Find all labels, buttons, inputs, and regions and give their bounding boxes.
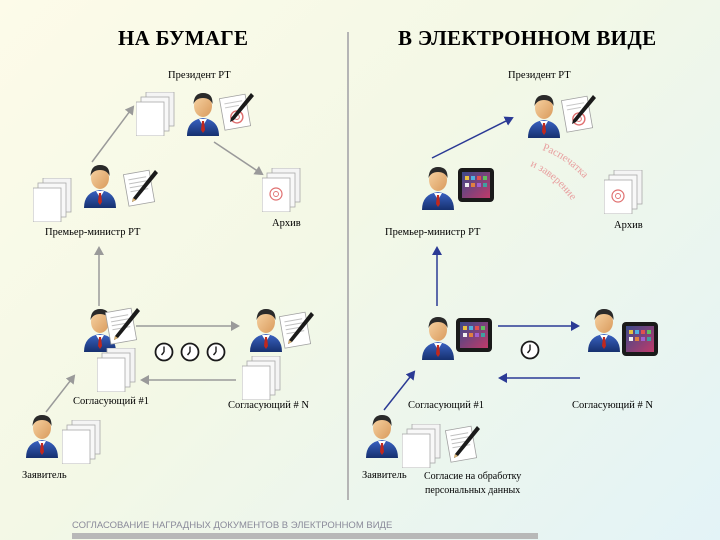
- electronic-archive-label: Архив: [614, 220, 643, 231]
- footer-bar: [72, 533, 538, 539]
- person-president-icon: [524, 92, 564, 138]
- stamp-document-icon: [218, 92, 254, 132]
- arrow-premier-to-president-paper: [91, 105, 135, 163]
- person-applicant-icon: [362, 412, 402, 458]
- clock-icon: [206, 342, 226, 362]
- archive-documents-icon: [262, 168, 302, 212]
- electronic-president-label: Президент РТ: [508, 70, 571, 81]
- paper-approver1-label: Согласующий #1: [73, 396, 149, 407]
- tablet-icon: [622, 322, 658, 356]
- document-stack-icon: [242, 356, 282, 400]
- archive-documents-icon: [604, 170, 644, 214]
- person-applicant-icon: [22, 412, 62, 458]
- person-premier-icon: [418, 164, 458, 210]
- paper-archive-label: Архив: [272, 218, 301, 229]
- paper-premier-label: Премьер-министр РТ: [45, 227, 141, 238]
- paper-president-label: Президент РТ: [168, 70, 231, 81]
- electronic-approver1-label: Согласующий #1: [408, 400, 484, 411]
- person-premier-icon: [80, 162, 120, 208]
- arrow-applicant-to-approver1-paper: [45, 374, 76, 413]
- clock-icon: [180, 342, 200, 362]
- electronic-applicant-label: Заявитель: [362, 470, 407, 481]
- person-approver1-icon: [418, 314, 458, 360]
- electronic-premier-label: Премьер-министр РТ: [385, 227, 481, 238]
- signing-pen-icon: [104, 306, 140, 346]
- consent-caption-line1: Согласие на обработку: [424, 471, 522, 482]
- document-stack-icon: [62, 420, 102, 464]
- arrow-president-to-archive-paper: [213, 141, 264, 176]
- document-stack-icon: [97, 348, 137, 392]
- document-stack-icon: [136, 92, 176, 136]
- tablet-icon: [458, 168, 494, 202]
- header-electronic: В ЭЛЕКТРОННОМ ВИДЕ: [398, 26, 657, 50]
- footer-caption: СОГЛАСОВАНИЕ НАГРАДНЫХ ДОКУМЕНТОВ В ЭЛЕК…: [72, 520, 393, 531]
- header-paper: НА БУМАГЕ: [118, 26, 249, 50]
- clock-icon: [154, 342, 174, 362]
- person-approverN-icon: [584, 306, 624, 352]
- arrow-applicant-to-approver1-electronic: [383, 370, 416, 411]
- paper-applicant-label: Заявитель: [22, 470, 67, 481]
- consent-caption: Согласие на обработку персональных данны…: [424, 470, 521, 498]
- document-stack-icon: [33, 178, 73, 222]
- paper-approverN-label: Согласующий # N: [228, 400, 309, 411]
- stamp-document-icon: [560, 94, 596, 134]
- arrow-premier-to-president-electronic: [431, 116, 514, 159]
- signing-pen-icon: [278, 310, 314, 350]
- document-stack-icon: [402, 424, 442, 468]
- signing-pen-icon: [444, 424, 480, 464]
- tablet-icon: [456, 318, 492, 352]
- consent-caption-line2: персональных данных: [425, 485, 521, 496]
- person-president-icon: [183, 90, 223, 136]
- electronic-approverN-label: Согласующий # N: [572, 400, 653, 411]
- column-divider: [347, 32, 349, 500]
- signing-pen-icon: [122, 168, 158, 208]
- clock-icon: [520, 340, 540, 360]
